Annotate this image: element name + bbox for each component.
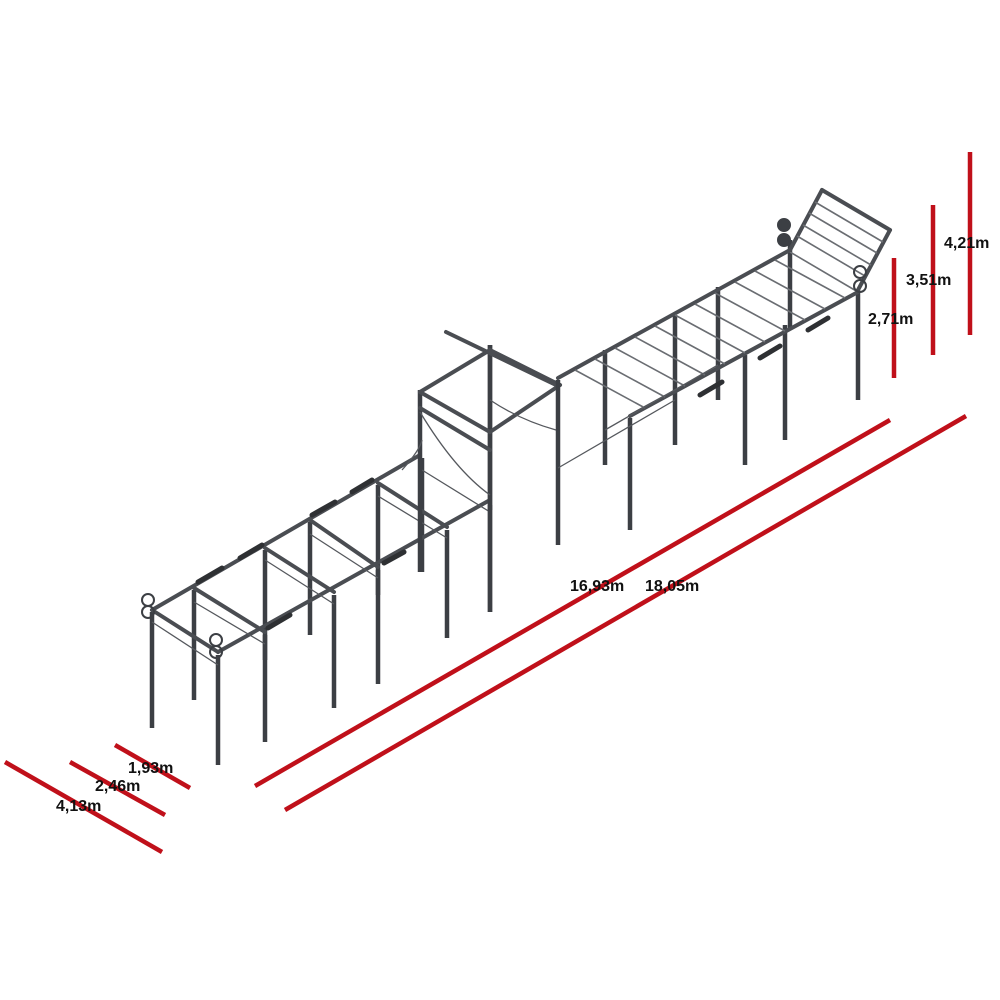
dim-label-height-mid: 3,51m — [906, 272, 951, 289]
dim-line-width-mid — [68, 760, 167, 817]
left-handles — [195, 477, 407, 631]
dimension-labels: 1,93m 2,46m 4,13m 16,93m 18,05m 2,71m 3,… — [56, 235, 989, 815]
dimension-lines — [3, 152, 973, 854]
left-top-beams — [150, 453, 492, 654]
left-cables — [151, 469, 491, 666]
rig-frame — [141, 188, 892, 765]
dim-label-width-outer: 4,13m — [56, 798, 101, 815]
dim-label-height-high: 4,21m — [944, 235, 989, 252]
dim-line-length-inner — [253, 418, 892, 788]
dim-line-length-outer — [283, 414, 968, 812]
dim-label-length-outer: 18,05m — [645, 578, 699, 595]
right-cables — [557, 315, 831, 469]
middle-tower — [401, 330, 562, 612]
angled-ladder — [788, 188, 892, 292]
dim-label-width-mid: 2,46m — [95, 778, 140, 795]
dim-label-width-inner: 1,93m — [128, 760, 173, 777]
dim-label-height-low: 2,71m — [868, 311, 913, 328]
dim-line-width-outer — [3, 760, 164, 854]
dim-label-length-inner: 16,93m — [570, 578, 624, 595]
monkey-bar-ladder — [556, 248, 860, 418]
dim-line-width-inner — [113, 743, 192, 790]
plate-holders — [141, 218, 867, 659]
